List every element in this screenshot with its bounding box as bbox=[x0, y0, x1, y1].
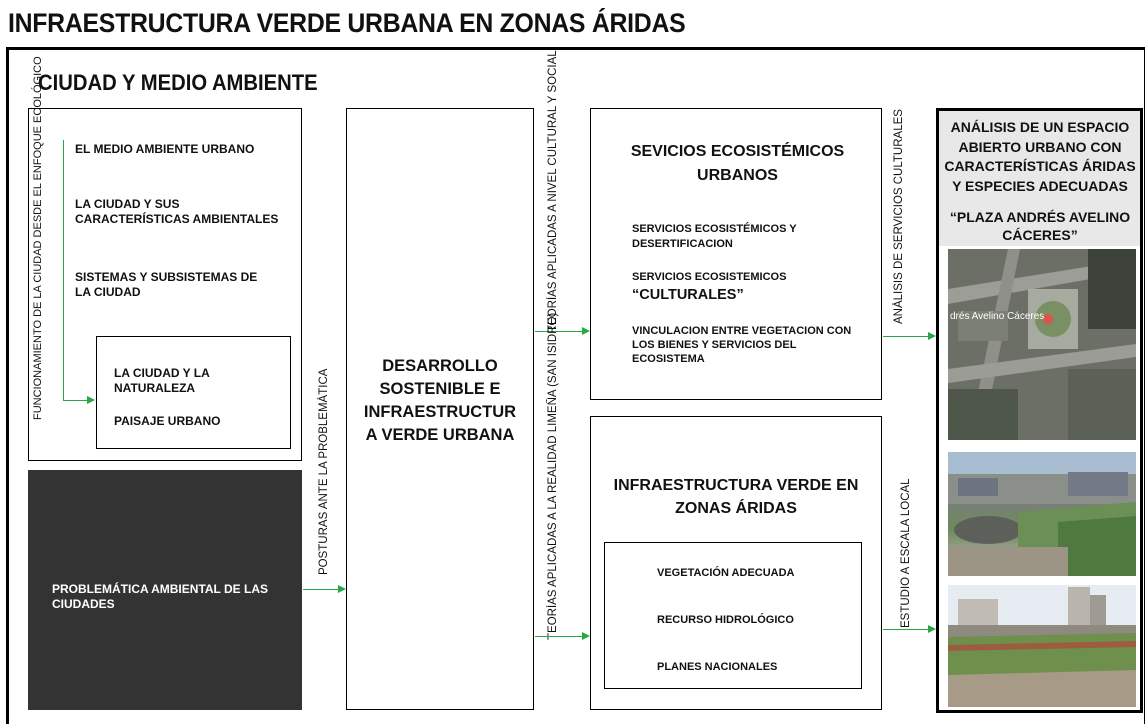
aerial-map-image: drés Avelino Cáceres bbox=[948, 249, 1136, 440]
arrow-to-local-study bbox=[883, 624, 936, 633]
posturas-label: POSTURAS ANTE LA PROBLEMÁTICA bbox=[318, 368, 330, 575]
problem-text: PROBLEMÁTICA AMBIENTAL DE LAS CIUDADES bbox=[52, 582, 268, 611]
arrow-to-inner-box bbox=[63, 395, 95, 404]
services-item-ecosistemicos: SERVICIOS ECOSISTEMICOS bbox=[632, 271, 787, 283]
plaza-photo bbox=[948, 452, 1136, 576]
item-paisaje-urbano: PAISAJE URBANO bbox=[114, 414, 221, 428]
plaza-photo-graphic bbox=[948, 452, 1136, 576]
item-sistemas-subsistemas: SISTEMAS Y SUBSISTEMAS DE LA CIUDAD bbox=[75, 270, 258, 299]
teorias-limena-label: TEORÍAS APLICADAS A LA REALIDAD LIMEÑA (… bbox=[547, 312, 559, 640]
item-medio-ambiente-urbano: EL MEDIO AMBIENTE URBANO bbox=[75, 142, 255, 156]
left-vertical-connector bbox=[63, 140, 64, 400]
infra-item-vegetacion: VEGETACIÓN ADECUADA bbox=[657, 567, 795, 579]
services-item-culturales: “CULTURALES” bbox=[632, 287, 744, 303]
ecosystem-services-box bbox=[590, 108, 882, 400]
infra-item-planes: PLANES NACIONALES bbox=[657, 661, 778, 673]
main-title: INFRAESTRUCTURA VERDE URBANA EN ZONAS ÁR… bbox=[8, 8, 686, 38]
services-item-desertificacion: SERVICIOS ECOSISTÉMICOS Y DESERTIFICACIO… bbox=[632, 223, 797, 250]
center-text: DESARROLLO SOSTENIBLE E INFRAESTRUCTUR A… bbox=[363, 357, 517, 444]
problem-box bbox=[28, 470, 302, 710]
sustainable-development-box bbox=[346, 108, 534, 710]
map-place-label: drés Avelino Cáceres bbox=[950, 311, 1045, 322]
garden-photo-graphic bbox=[948, 585, 1136, 707]
ecological-approach-label: FUNCIONAMIENTO DE LA CIUDAD DESDE EL ENF… bbox=[32, 56, 44, 420]
item-ciudad-naturaleza: LA CIUDAD Y LA NATURALEZA bbox=[114, 366, 210, 395]
plaza-header-background bbox=[939, 111, 1140, 246]
arrow-to-center bbox=[303, 584, 346, 593]
services-title: SEVICIOS ECOSISTÉMICOS URBANOS bbox=[630, 143, 845, 184]
arrow-to-services bbox=[535, 326, 590, 335]
estudio-local-label: ESTUDIO A ESCALA LOCAL bbox=[900, 478, 912, 628]
analisis-servicios-label: ANÁLISIS DE SERVICIOS CULTURALES bbox=[893, 109, 905, 324]
arrow-to-infra bbox=[535, 631, 590, 640]
arrow-to-analysis bbox=[883, 331, 936, 340]
infra-title: INFRAESTRUCTURA VERDE EN ZONAS ÁRIDAS bbox=[613, 477, 859, 517]
aerial-map-graphic bbox=[948, 249, 1136, 440]
garden-photo bbox=[948, 585, 1136, 707]
services-item-vinculacion: VINCULACION ENTRE VEGETACION CON LOS BIE… bbox=[632, 325, 852, 365]
infra-item-recurso: RECURSO HIDROLÓGICO bbox=[657, 614, 794, 626]
infra-items-box bbox=[604, 542, 862, 689]
city-nature-box bbox=[96, 336, 291, 449]
plaza-header-text: ANÁLISIS DE UN ESPACIO ABIERTO URBANO CO… bbox=[944, 119, 1136, 194]
teorias-cultural-label: TEORÍAS APLICADAS A NIVEL CULTURAL Y SOC… bbox=[547, 50, 559, 332]
item-ciudad-caracteristicas: LA CIUDAD Y SUS CARACTERÍSTICAS AMBIENTA… bbox=[75, 197, 279, 226]
plaza-name: “PLAZA ANDRÉS AVELINO CÁCERES” bbox=[949, 209, 1131, 243]
section-title: CIUDAD Y MEDIO AMBIENTE bbox=[38, 70, 318, 95]
